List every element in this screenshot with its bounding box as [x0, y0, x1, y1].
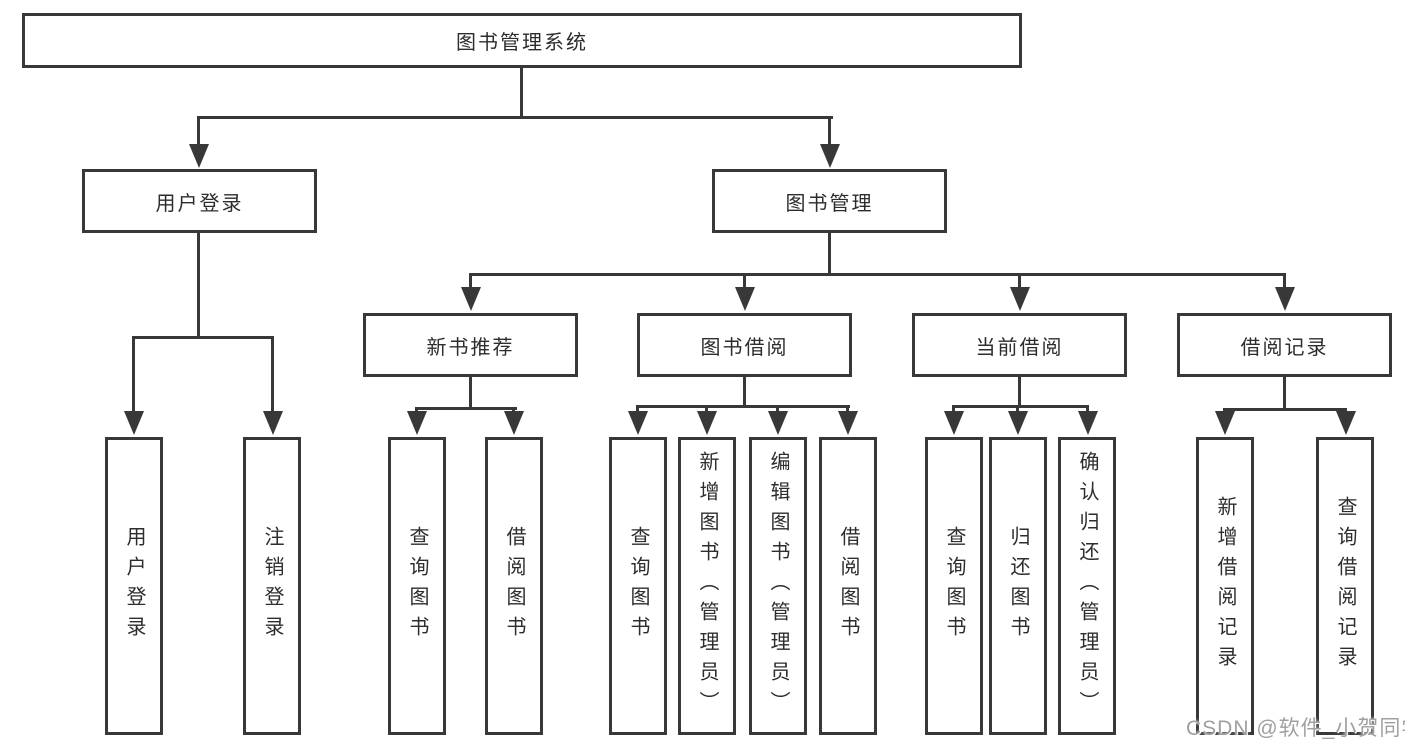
connector-line: [197, 233, 200, 339]
connector-line: [469, 273, 472, 291]
connector-line: [743, 273, 746, 291]
node-book-borrow: 图书借阅: [637, 313, 852, 377]
node-book-borrow-label: 图书借阅: [700, 336, 789, 359]
node-new-book-recommend: 新书推荐: [363, 313, 578, 377]
leaf-edit-book-admin: 编辑图书（管理员）: [749, 437, 807, 735]
leaf-query-book-2: 查询图书: [609, 437, 667, 735]
csdn-watermark: CSDN @软件_小贺同学: [1186, 717, 1405, 740]
connector-arrow: [628, 411, 648, 435]
connector-line: [1283, 377, 1286, 411]
node-user-login: 用户登录: [82, 169, 317, 233]
leaf-logout: 注销登录: [243, 437, 301, 735]
connector-line: [469, 377, 472, 410]
connector-arrow: [407, 411, 427, 435]
leaf-user-login: 用户登录: [105, 437, 163, 735]
connector-arrow: [1275, 287, 1295, 311]
connector-line: [1283, 273, 1286, 291]
connector-arrow: [820, 144, 840, 168]
node-borrow-records-label: 借阅记录: [1240, 336, 1329, 359]
connector-line: [828, 116, 831, 152]
node-new-book-recommend-label: 新书推荐: [426, 336, 515, 359]
connector-arrow: [697, 411, 717, 435]
connector-arrow: [735, 287, 755, 311]
connector-arrow: [263, 411, 283, 435]
leaf-confirm-return-admin: 确认归还（管理员）: [1058, 437, 1116, 735]
connector-line: [132, 336, 135, 418]
node-borrow-records: 借阅记录: [1177, 313, 1392, 377]
connector-line: [415, 407, 517, 410]
connector-line: [469, 273, 1286, 276]
node-user-login-label: 用户登录: [155, 192, 244, 215]
leaf-query-book-1: 查询图书: [388, 437, 446, 735]
node-current-borrow-label: 当前借阅: [975, 336, 1064, 359]
node-book-management-label: 图书管理: [785, 192, 874, 215]
connector-arrow: [504, 411, 524, 435]
connector-line: [743, 377, 746, 408]
leaf-add-borrow-record: 新增借阅记录: [1196, 437, 1254, 735]
connector-arrow: [189, 144, 209, 168]
node-root: 图书管理系统: [22, 13, 1022, 68]
node-root-label: 图书管理系统: [456, 32, 588, 54]
connector-line: [952, 405, 1089, 408]
connector-line: [132, 336, 274, 339]
connector-arrow: [1336, 411, 1356, 435]
connector-arrow: [1078, 411, 1098, 435]
connector-line: [636, 405, 850, 408]
connector-line: [1018, 377, 1021, 408]
connector-arrow: [944, 411, 964, 435]
connector-arrow: [838, 411, 858, 435]
connector-line: [1223, 408, 1347, 411]
leaf-return-book: 归还图书: [989, 437, 1047, 735]
connector-arrow: [1010, 287, 1030, 311]
connector-arrow: [1008, 411, 1028, 435]
connector-line: [197, 116, 200, 152]
connector-line: [197, 116, 833, 119]
leaf-add-book-admin: 新增图书（管理员）: [678, 437, 736, 735]
connector-arrow: [461, 287, 481, 311]
connector-arrow: [124, 411, 144, 435]
connector-line: [828, 233, 831, 276]
node-current-borrow: 当前借阅: [912, 313, 1127, 377]
leaf-query-borrow-record: 查询借阅记录: [1316, 437, 1374, 735]
connector-line: [520, 68, 523, 118]
leaf-query-book-3: 查询图书: [925, 437, 983, 735]
connector-arrow: [1215, 411, 1235, 435]
connector-line: [271, 336, 274, 418]
leaf-borrow-book-2: 借阅图书: [819, 437, 877, 735]
node-book-management: 图书管理: [712, 169, 947, 233]
connector-line: [1018, 273, 1021, 291]
connector-arrow: [768, 411, 788, 435]
leaf-borrow-book-1: 借阅图书: [485, 437, 543, 735]
